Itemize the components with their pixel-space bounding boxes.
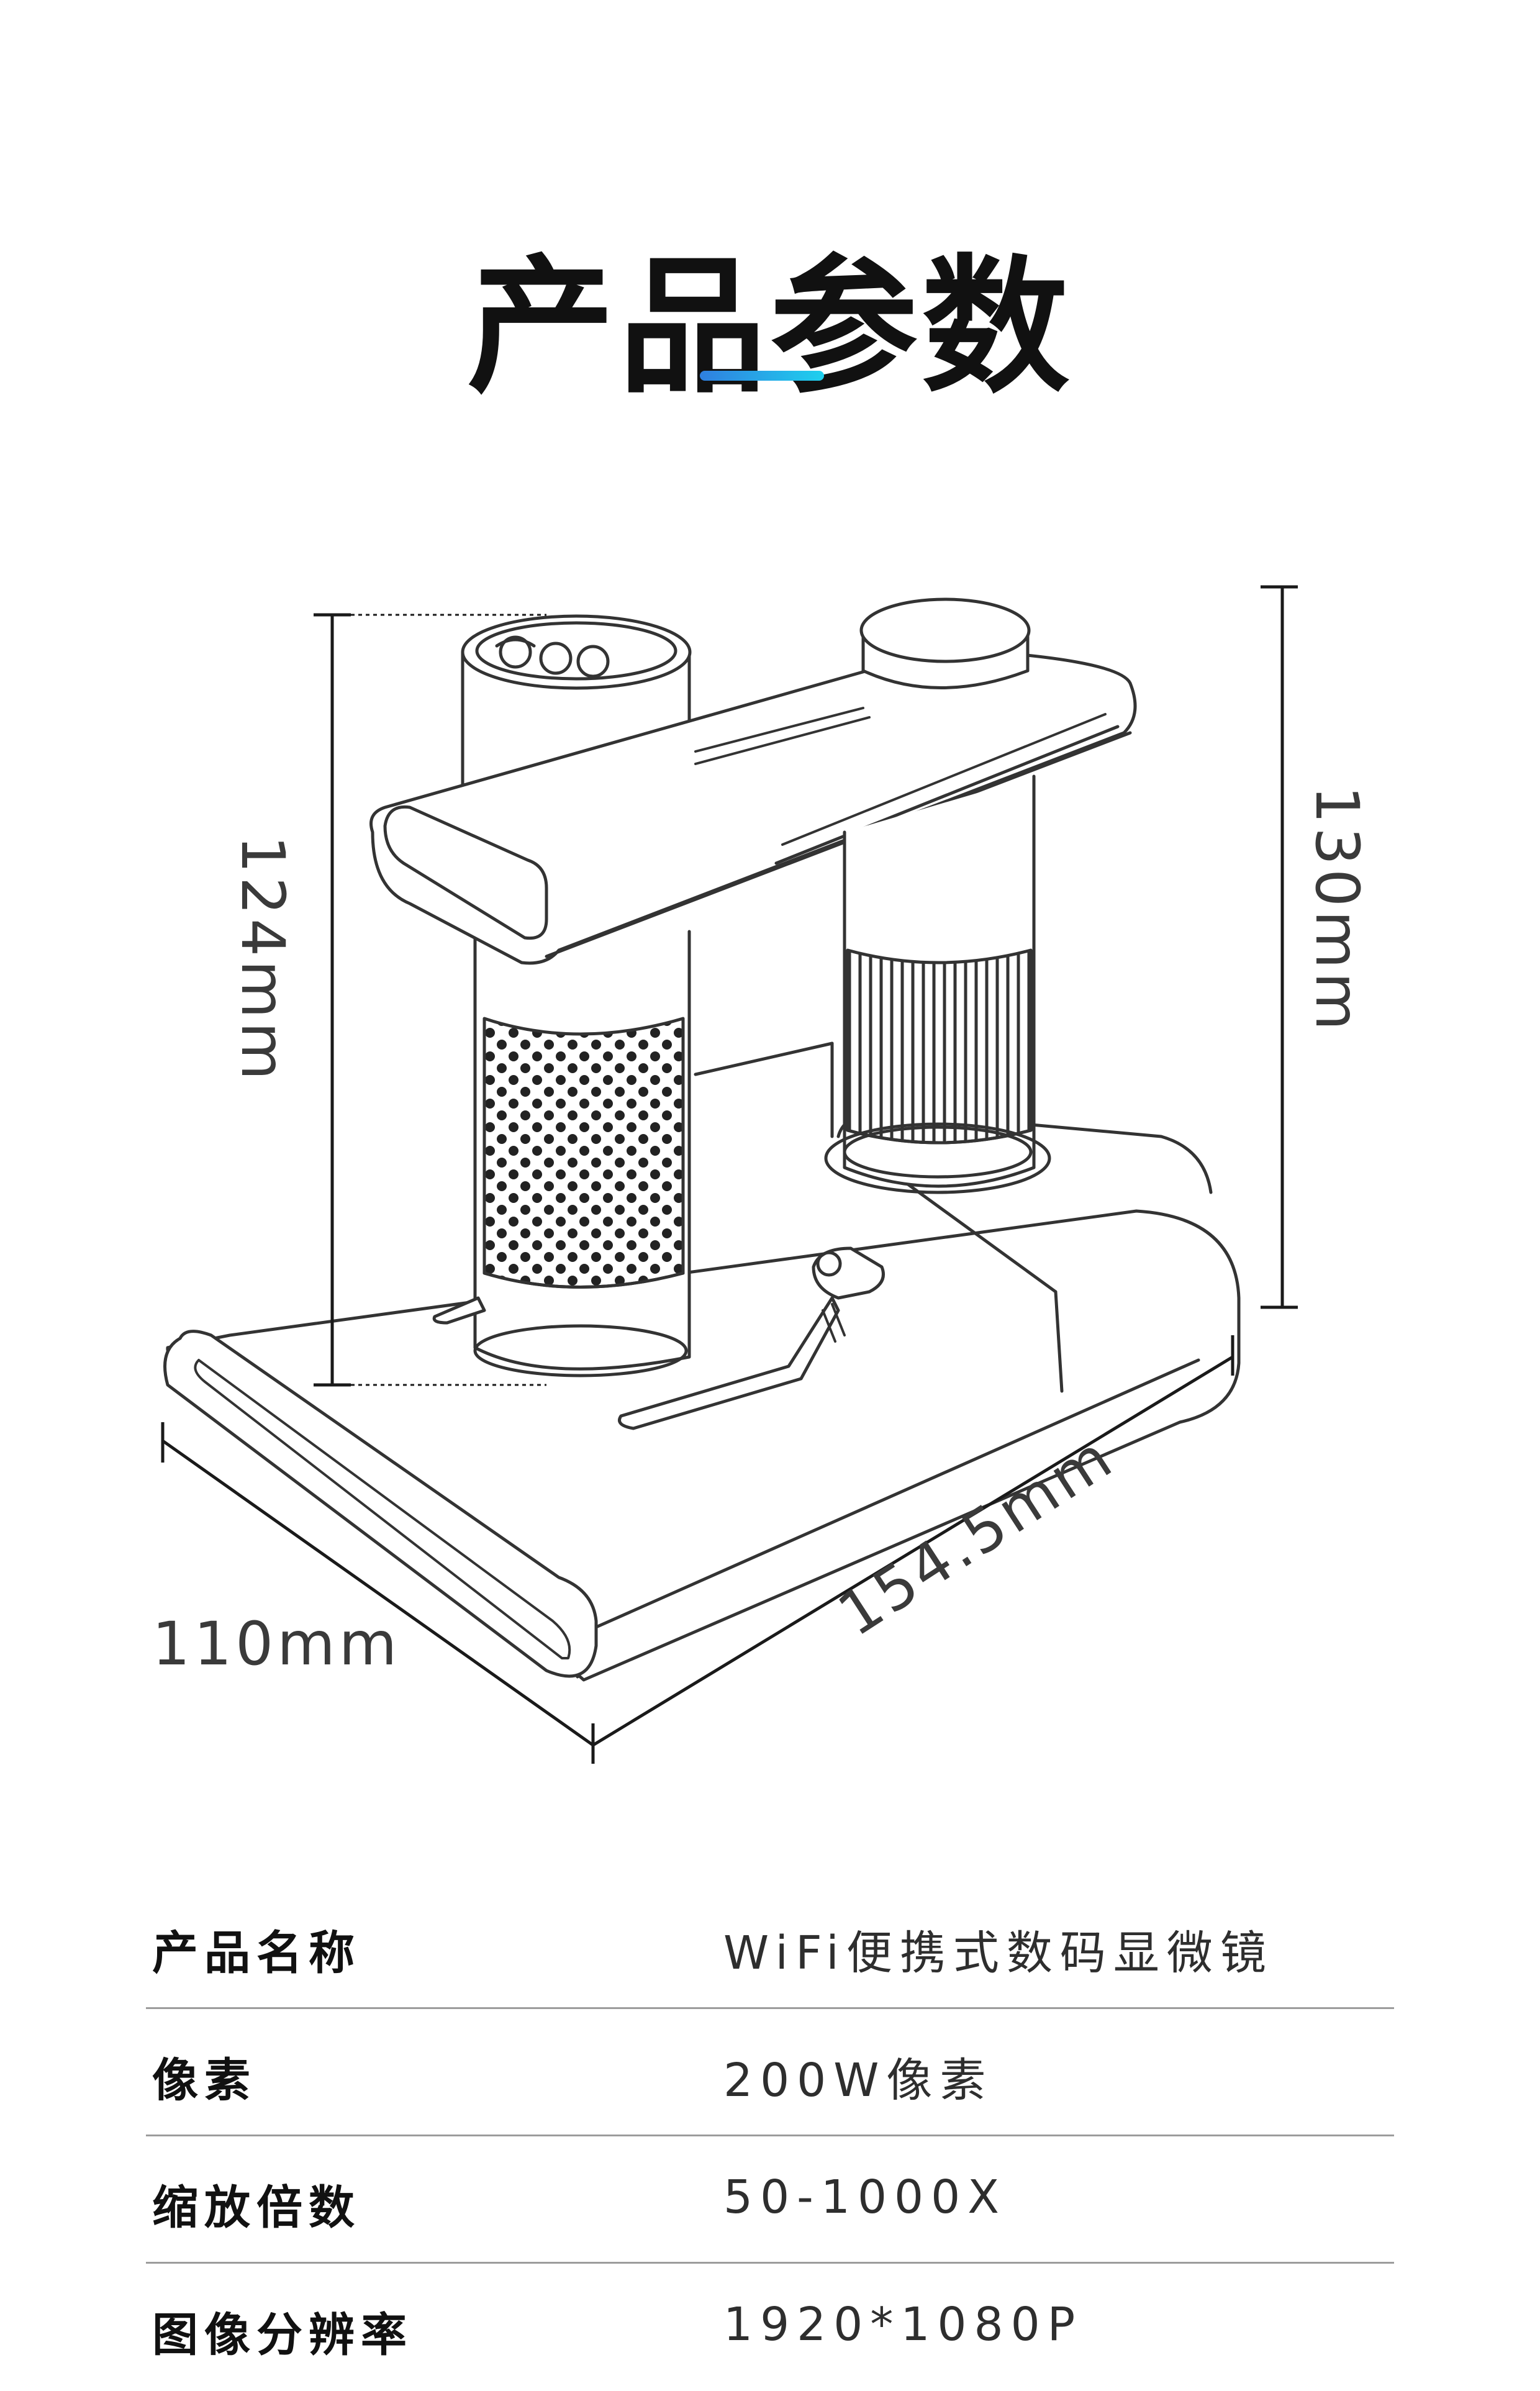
right-knob [859, 597, 1031, 689]
spec-label: 产品名称 [152, 1926, 361, 1980]
spec-value: 200W像素 [723, 2054, 994, 2107]
right-column [824, 774, 1051, 1194]
spec-label: 像素 [152, 2054, 256, 2107]
left-column [473, 930, 691, 1377]
row-divider [146, 2262, 1394, 2264]
spec-row-resolution: 图像分辨率 1920*1080P [146, 2264, 1394, 2391]
dimension-label-124mm: 124mm [228, 835, 297, 1084]
row-divider [146, 2007, 1394, 2009]
dimension-label-130mm: 130mm [1302, 786, 1372, 1034]
spec-value: 1920*1080P [723, 2298, 1083, 2351]
spec-table: 产品名称 WiFi便携式数码显微镜 像素 200W像素 缩放倍数 50-1000… [146, 1882, 1394, 2391]
spec-value: WiFi便携式数码显微镜 [723, 1926, 1274, 1980]
spec-label: 缩放倍数 [152, 2181, 361, 2234]
spec-label: 图像分辨率 [152, 2308, 413, 2362]
dimension-label-110mm: 110mm [152, 1609, 401, 1679]
spec-value: 50-1000X [723, 2171, 1007, 2224]
product-line-drawing: 124mm 130mm 110mm 154.5mm [152, 585, 1372, 1764]
spec-row-zoom: 缩放倍数 50-1000X [146, 2136, 1394, 2264]
row-divider [146, 2135, 1394, 2136]
spec-row-pixels: 像素 200W像素 [146, 2009, 1394, 2136]
dimension-lines [161, 585, 1298, 1764]
spec-row-product-name: 产品名称 WiFi便携式数码显微镜 [146, 1882, 1394, 2009]
title-accent-line [700, 371, 824, 381]
top-arm [369, 647, 1137, 965]
base-plate [163, 1141, 1241, 1682]
stage-clip [432, 1246, 885, 1430]
